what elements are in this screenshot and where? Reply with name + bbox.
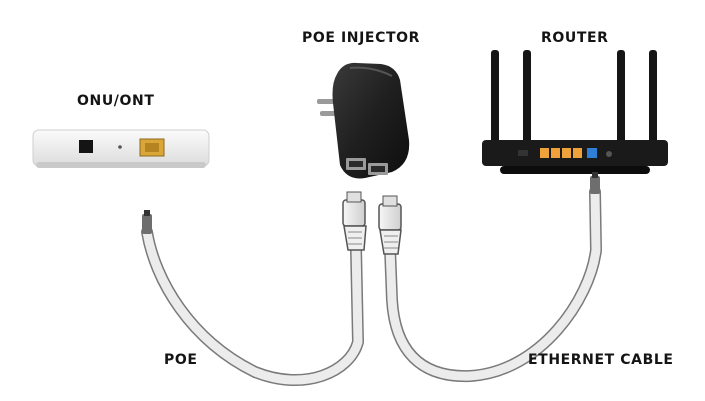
poe-injector-icon xyxy=(317,62,410,179)
ethernet-cable xyxy=(384,186,603,383)
label-ethernet-cable: ETHERNET CABLE xyxy=(528,352,674,368)
label-poe: POE xyxy=(164,352,198,368)
rj45-connector-icon xyxy=(142,210,152,234)
rj45-connector-icon xyxy=(590,172,600,194)
onu-device-icon xyxy=(32,129,210,168)
label-poe-injector: POE INJECTOR xyxy=(302,30,421,46)
rj45-connector-icon xyxy=(342,191,367,251)
rj45-connector-icon xyxy=(378,195,402,255)
label-onu-ont: ONU/ONT xyxy=(77,93,155,109)
label-router: ROUTER xyxy=(541,30,609,46)
router-icon xyxy=(482,50,668,174)
poe-cable xyxy=(141,226,365,386)
